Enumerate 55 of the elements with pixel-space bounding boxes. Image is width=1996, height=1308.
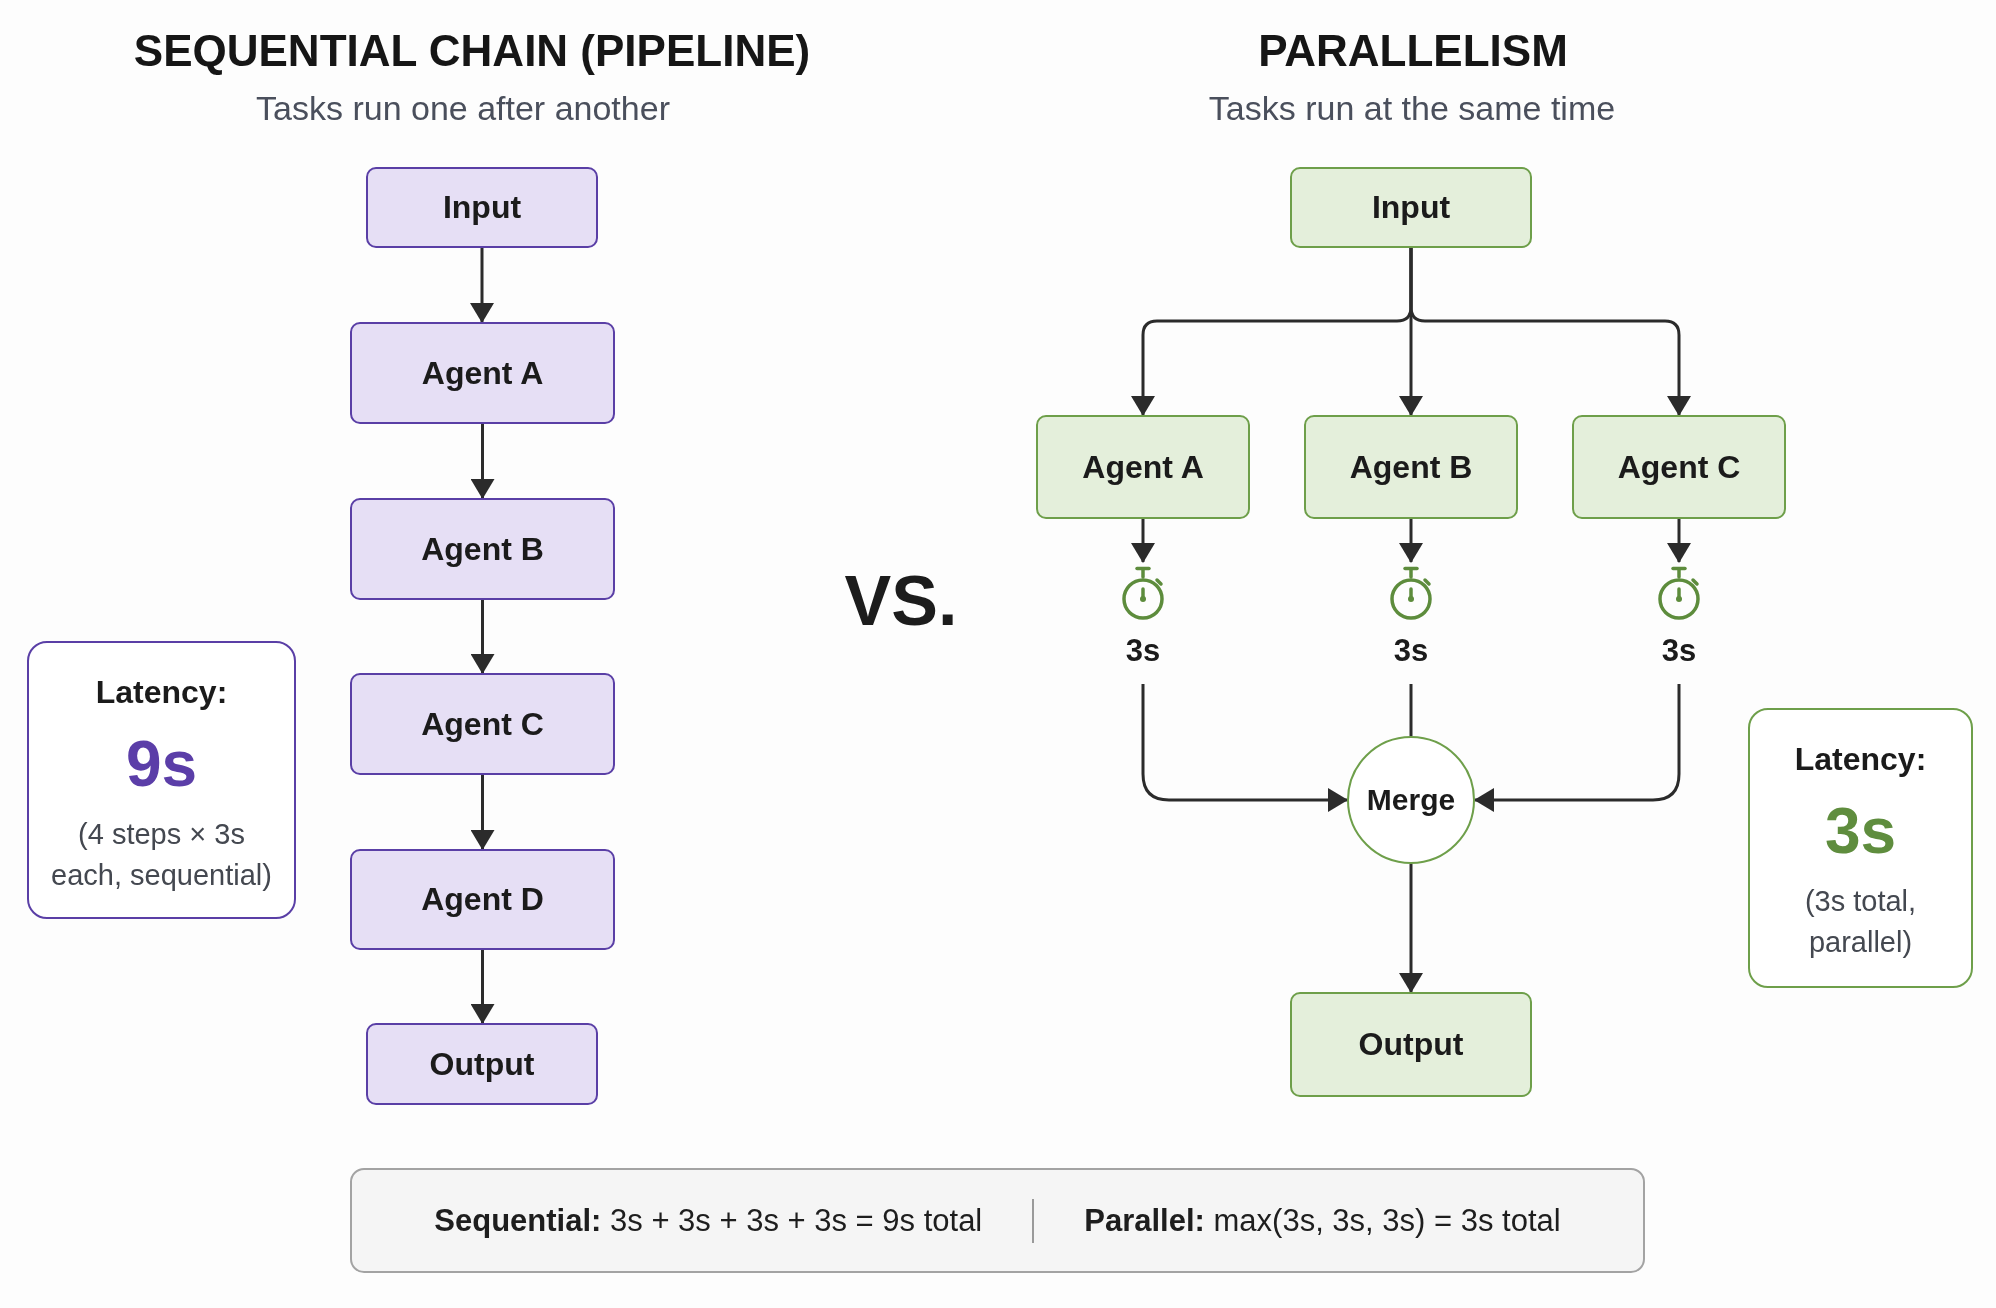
process-box <box>350 498 615 600</box>
arrow <box>1409 248 1691 416</box>
node-label: Output <box>1358 1025 1464 1064</box>
arrow <box>470 775 495 850</box>
node-label: Agent D <box>421 880 544 919</box>
latency-note: (4 steps × 3s each, sequential) <box>50 817 273 893</box>
node-label: Agent C <box>421 704 544 744</box>
section-subtitle: Tasks run at the same time <box>1208 87 1616 129</box>
node-label: Input <box>1371 188 1451 227</box>
process-box <box>350 322 615 424</box>
arrow <box>470 950 495 1024</box>
connector-line <box>1409 684 1413 736</box>
node-label: Agent A <box>1082 447 1204 487</box>
arrow <box>470 600 495 674</box>
arrow <box>1141 684 1348 812</box>
latency-label: Latency: <box>95 673 228 712</box>
arrow <box>470 248 494 323</box>
process-box <box>1572 415 1786 519</box>
section-subtitle: Tasks run one after another <box>256 87 670 129</box>
node-label: Merge <box>1366 782 1456 818</box>
process-box <box>1290 167 1532 248</box>
arrow <box>1474 684 1681 812</box>
duration-label: 3s <box>1661 632 1697 670</box>
node-label: Output <box>429 1044 535 1084</box>
latency-value: 3s <box>1824 794 1897 868</box>
summary-text: Parallel: max(3s, 3s, 3s) = 3s total <box>1084 1201 1561 1240</box>
process-box <box>350 849 615 950</box>
node-label: Agent B <box>1349 447 1473 487</box>
latency-card <box>27 641 296 919</box>
latency-value: 9s <box>125 727 198 801</box>
summary-bar <box>350 1168 1645 1273</box>
node-label: Input <box>442 188 522 227</box>
node-label: Agent C <box>1617 447 1741 487</box>
process-box <box>1036 415 1250 519</box>
latency-note: (3s total, parallel) <box>1803 884 1918 960</box>
summary-text: Sequential: 3s + 3s + 3s + 3s = 9s total <box>434 1201 983 1240</box>
latency-card <box>1748 708 1973 988</box>
vs-label: VS. <box>844 562 958 640</box>
arrow <box>1667 519 1691 563</box>
node-label: Agent B <box>421 529 544 569</box>
arrow <box>1399 864 1423 993</box>
process-box <box>366 167 598 248</box>
process-box <box>1290 992 1532 1097</box>
duration-label: 3s <box>1125 632 1161 670</box>
process-box <box>366 1023 598 1105</box>
process-box <box>350 673 615 775</box>
arrow <box>1131 519 1155 563</box>
arrow <box>470 424 495 499</box>
section-title: PARALLELISM <box>1258 25 1568 77</box>
arrow <box>1399 519 1423 563</box>
latency-label: Latency: <box>1794 740 1927 779</box>
duration-label: 3s <box>1393 632 1429 670</box>
process-box <box>1304 415 1518 519</box>
node-label: Agent A <box>421 353 544 393</box>
section-title: SEQUENTIAL CHAIN (PIPELINE) <box>133 25 811 77</box>
